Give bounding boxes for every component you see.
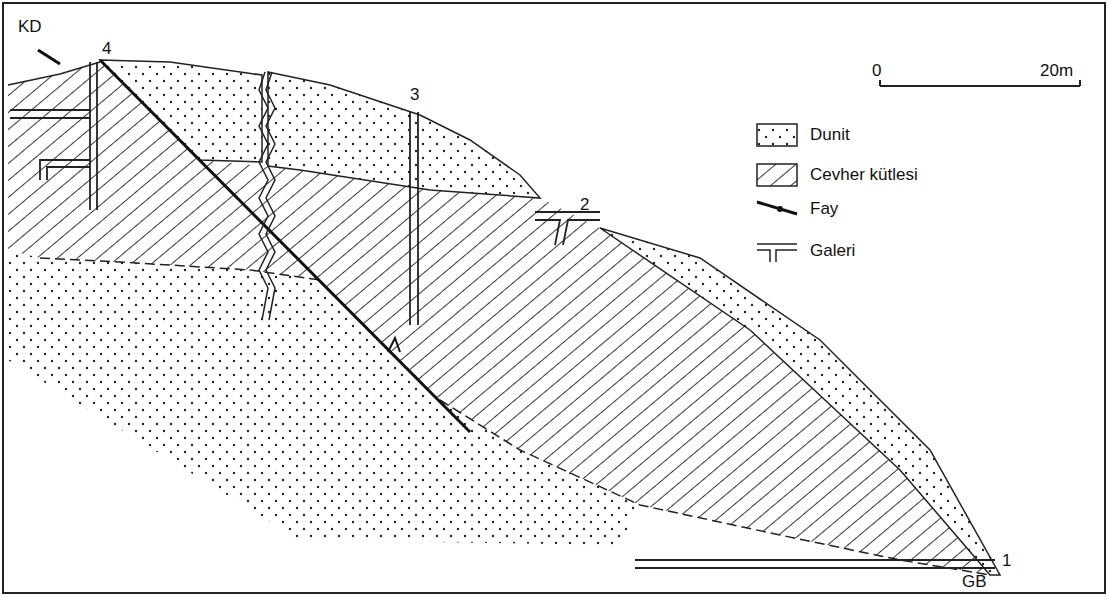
dunite-upper-a xyxy=(100,60,262,162)
ore-right xyxy=(200,160,990,575)
scale-bar xyxy=(880,85,1080,87)
section-label: 2 xyxy=(580,196,589,215)
legend-text: Galeri xyxy=(810,242,855,261)
section-label: KD xyxy=(18,18,42,37)
dunite-lens xyxy=(600,228,1000,575)
legend-text: Dunit xyxy=(810,126,850,145)
legend-dunite-sample xyxy=(757,124,797,146)
section-label: 1 xyxy=(1002,552,1011,571)
galleries xyxy=(10,62,995,568)
section-label: 0 xyxy=(872,62,881,81)
section-label: GB xyxy=(962,573,987,592)
frame xyxy=(3,3,1105,593)
section-label: 20m xyxy=(1040,62,1073,81)
legend-fault-sample xyxy=(757,202,797,214)
fault-line xyxy=(100,60,470,432)
legend-text: Cevher kütlesi xyxy=(810,166,918,185)
legend-text: Fay xyxy=(810,200,838,219)
legend-ore-sample xyxy=(757,164,797,186)
section-label: 4 xyxy=(102,40,111,59)
legend-gallery-sample xyxy=(757,244,797,262)
section-label: 3 xyxy=(410,86,419,105)
dunite-upper-b xyxy=(268,72,540,198)
